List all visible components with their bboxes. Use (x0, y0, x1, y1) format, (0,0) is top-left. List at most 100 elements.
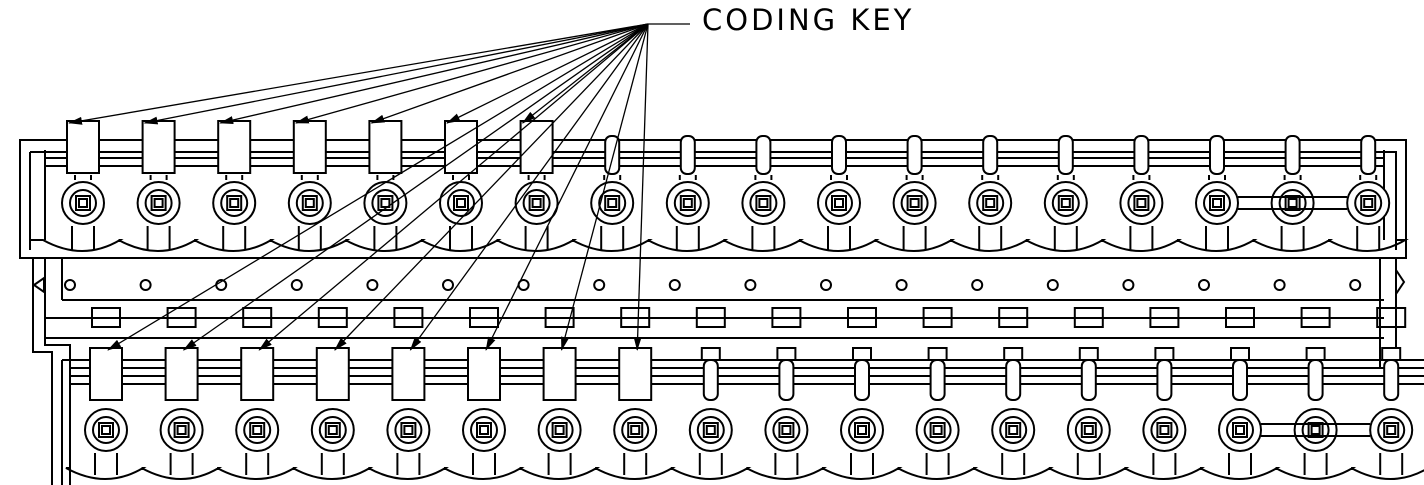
terminal-latch (679, 135, 696, 175)
screw-terminal-outer (310, 408, 355, 452)
screw-terminal-outer (84, 408, 128, 452)
screw-terminal-inner (1354, 189, 1383, 217)
screw-terminal-outer (287, 181, 332, 225)
screw-slot (1008, 425, 1019, 435)
screw-terminal-inner (673, 189, 702, 217)
screw-head (982, 195, 999, 211)
screw-terminal-inner (69, 189, 97, 217)
terminal-latch (906, 135, 923, 175)
screw-terminal-outer (840, 408, 884, 452)
screw-terminal-inner (220, 189, 249, 217)
mounting-hole (1273, 279, 1286, 291)
screw-slot (78, 198, 88, 208)
screw-terminal-inner (243, 416, 272, 444)
screw-slot (554, 425, 565, 435)
screw-terminal-inner (749, 189, 778, 217)
screw-head (453, 195, 469, 211)
housing-outline (19, 139, 1424, 485)
mounting-hole (668, 279, 681, 291)
screw-head (1232, 422, 1248, 438)
screw-slot (607, 198, 618, 208)
screw-slot (380, 198, 391, 208)
leader-line (485, 23, 649, 351)
terminal-latch (982, 135, 999, 175)
terminal-cap (1003, 347, 1024, 361)
mounting-hole (366, 279, 379, 291)
screw-head (1080, 422, 1097, 438)
leader-line (521, 23, 649, 124)
coding-key (66, 120, 100, 174)
screw-head (528, 195, 545, 211)
screw-slot (456, 198, 466, 208)
screw-terminal-inner (167, 416, 196, 444)
screw-terminal-outer (462, 408, 506, 452)
screw-head (1383, 422, 1400, 438)
screw-terminal-inner (621, 416, 650, 444)
left-latch-tab (32, 276, 45, 294)
screw-slot (252, 425, 263, 435)
terminal-cap (1381, 347, 1402, 361)
rail-slot (620, 307, 651, 328)
screw-terminal-inner (92, 416, 120, 444)
mounting-hole (820, 279, 832, 291)
mounting-hole (971, 279, 984, 291)
screw-terminal-inner (1127, 189, 1156, 217)
screw-terminal-outer (1346, 181, 1391, 225)
screw-slot (304, 198, 315, 208)
screw-terminal-inner (144, 189, 173, 217)
upper-scalloped-edge (30, 239, 1409, 252)
screw-terminal-outer (1218, 408, 1262, 452)
screw-head (1156, 422, 1173, 438)
screw-terminal-outer (1142, 408, 1187, 452)
screw-terminal-inner (848, 416, 876, 444)
screw-terminal-outer (61, 181, 105, 225)
screw-head (627, 422, 644, 438)
terminal-latch (929, 359, 946, 401)
screw-terminal-inner (923, 416, 952, 444)
leader-line (107, 23, 649, 351)
coding-key (315, 347, 350, 401)
rail-slot (91, 307, 121, 328)
terminal-cap (700, 347, 721, 361)
rail-slot (393, 307, 424, 328)
screw-terminal-outer (1270, 181, 1315, 225)
rail-slot (544, 307, 575, 328)
terminal-latch (1284, 135, 1301, 175)
screw-terminal-outer (537, 408, 582, 452)
leader-line (258, 23, 649, 351)
screw-slot (909, 198, 920, 208)
screw-terminal-outer (665, 181, 710, 225)
screw-terminal-outer (613, 408, 658, 452)
screw-terminal-inner (371, 189, 400, 217)
screw-head (929, 422, 946, 438)
right-latch-tab (1395, 269, 1406, 295)
coding-key (618, 347, 653, 401)
screw-terminal-inner (772, 416, 801, 444)
terminal-latch (1080, 359, 1097, 401)
screw-head (150, 195, 167, 211)
screw-terminal-inner (545, 416, 574, 444)
rail-slot (1149, 307, 1180, 328)
coding-key-leaders (68, 23, 690, 351)
screw-terminal-inner (470, 416, 498, 444)
mounting-hole (1122, 279, 1135, 291)
screw-terminal-inner (318, 416, 347, 444)
screw-slot (985, 198, 996, 208)
screw-slot (531, 198, 542, 208)
rail-slot (1376, 307, 1407, 328)
coding-key (164, 347, 199, 401)
screw-terminal-outer (688, 408, 733, 452)
screw-terminal-inner (1278, 189, 1307, 217)
terminal-cap (1230, 347, 1250, 361)
screw-head (831, 195, 847, 211)
screw-slot (857, 425, 867, 435)
screw-terminal-inner (1051, 189, 1080, 217)
screw-slot (153, 198, 164, 208)
screw-terminal-outer (212, 181, 257, 225)
screw-terminal-outer (159, 408, 204, 452)
screw-slot (705, 425, 716, 435)
screw-terminal-inner (696, 416, 725, 444)
screw-slot (101, 425, 111, 435)
screw-terminal-outer (1369, 408, 1414, 452)
